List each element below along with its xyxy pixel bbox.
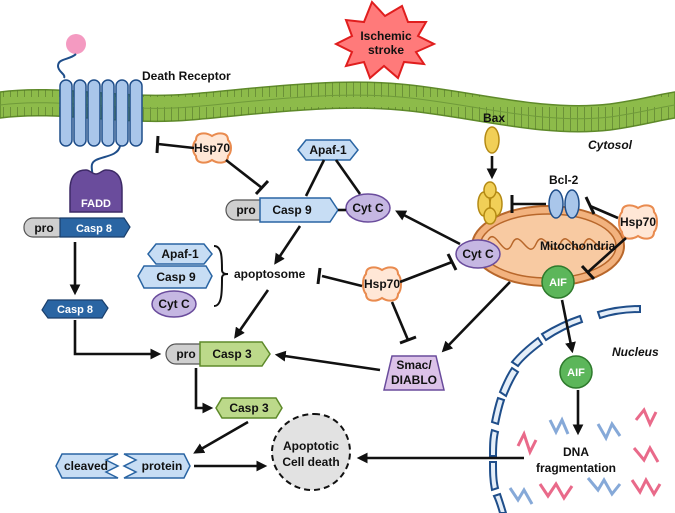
casp8-label: Casp 8 (76, 223, 112, 235)
dna-label-1: DNA (563, 445, 589, 459)
aif-label-nucleus: AIF (567, 367, 585, 379)
mitochondria-label: Mitochondria (540, 239, 616, 253)
bcl2-label: Bcl-2 (549, 173, 579, 187)
death-receptor-label: Death Receptor (142, 69, 231, 83)
aif-mito: AIF (541, 265, 575, 299)
procasp3: pro Casp 3 (165, 341, 271, 367)
casp3-label-active: Casp 3 (229, 401, 269, 415)
pro-casp3-label: pro (176, 347, 195, 361)
cell-membrane (0, 81, 675, 133)
nuclear-envelope (488, 304, 641, 513)
ligand (66, 34, 86, 54)
procasp9-complex: pro Casp 9 (225, 197, 339, 223)
cytc-released: Cyt C (455, 239, 501, 269)
ischemic-stroke-label-1: Ischemic (360, 29, 412, 43)
casp9-label-apoptosome: Casp 9 (156, 270, 196, 284)
fadd-complex: FADD pro Casp 8 (23, 169, 131, 238)
cytc-label-apoptosome: Cyt C (158, 297, 190, 311)
inhibition-lines (155, 135, 627, 345)
aif-label-mito: AIF (549, 277, 567, 289)
cytc-label-mito: Cyt C (462, 247, 494, 261)
apaf1-top: Apaf-1 (297, 139, 359, 161)
mitochondria: Mitochondria (471, 205, 625, 287)
death-receptor: Death Receptor (56, 34, 231, 179)
apaf1-label-apoptosome: Apaf-1 (161, 247, 199, 261)
apoptotic-cell-death: Apoptotic Cell death (270, 412, 352, 492)
casp9-label-top: Casp 9 (272, 203, 312, 217)
pro-casp8-label: pro (34, 221, 53, 235)
cytc-top: Cyt C (345, 193, 391, 223)
smac-label-2: DIABLO (391, 373, 437, 387)
protein-label: protein (142, 459, 183, 473)
casp3-label-pro: Casp 3 (212, 347, 252, 361)
dna-label-2: fragmentation (536, 461, 616, 475)
apoptotic-label-2: Cell death (282, 455, 339, 469)
dna-fragments (508, 407, 662, 505)
ischemic-stroke-label-2: stroke (368, 43, 404, 57)
hsp70-label-3: Hsp70 (620, 215, 656, 229)
apoptotic-label-1: Apoptotic (283, 439, 339, 453)
apoptosome-complex: Apaf-1 Casp 9 Cyt C apoptosome (137, 243, 306, 318)
apoptosome-label: apoptosome (234, 267, 306, 281)
hsp70-apoptosome-inhibitor: Hsp70 (362, 266, 402, 302)
hsp70-label-2: Hsp70 (364, 277, 400, 291)
active-casp3: Casp 3 (215, 397, 283, 419)
aif-nucleus: AIF (559, 355, 593, 389)
smac-label-1: Smac/ (396, 358, 432, 372)
hsp70-label-1: Hsp70 (194, 141, 230, 155)
nucleus-label: Nucleus (612, 345, 659, 359)
cytosol-label: Cytosol (588, 138, 633, 152)
fadd-label: FADD (81, 198, 111, 210)
hsp70-mito-inhibitor: Hsp70 (618, 204, 658, 240)
bax-label: Bax (483, 111, 505, 125)
activation-arrows (69, 156, 584, 472)
cleaved-protein: cleaved protein (55, 453, 191, 479)
bcl2: Bcl-2 (548, 173, 580, 219)
hsp70-receptor-inhibitor: Hsp70 (192, 132, 232, 164)
smac-diablo: Smac/ DIABLO (383, 355, 445, 391)
ischemic-stroke-burst: Ischemic stroke (333, 0, 437, 80)
bax-monomer: Bax (483, 111, 505, 154)
bax-pore (477, 181, 503, 225)
cleaved-label: cleaved (64, 459, 108, 473)
active-casp8-label: Casp 8 (57, 304, 93, 316)
active-casp8: Casp 8 (41, 299, 109, 319)
cytc-label-top: Cyt C (352, 201, 384, 215)
pro-casp9-label: pro (236, 203, 255, 217)
apaf1-label-top: Apaf-1 (309, 143, 347, 157)
